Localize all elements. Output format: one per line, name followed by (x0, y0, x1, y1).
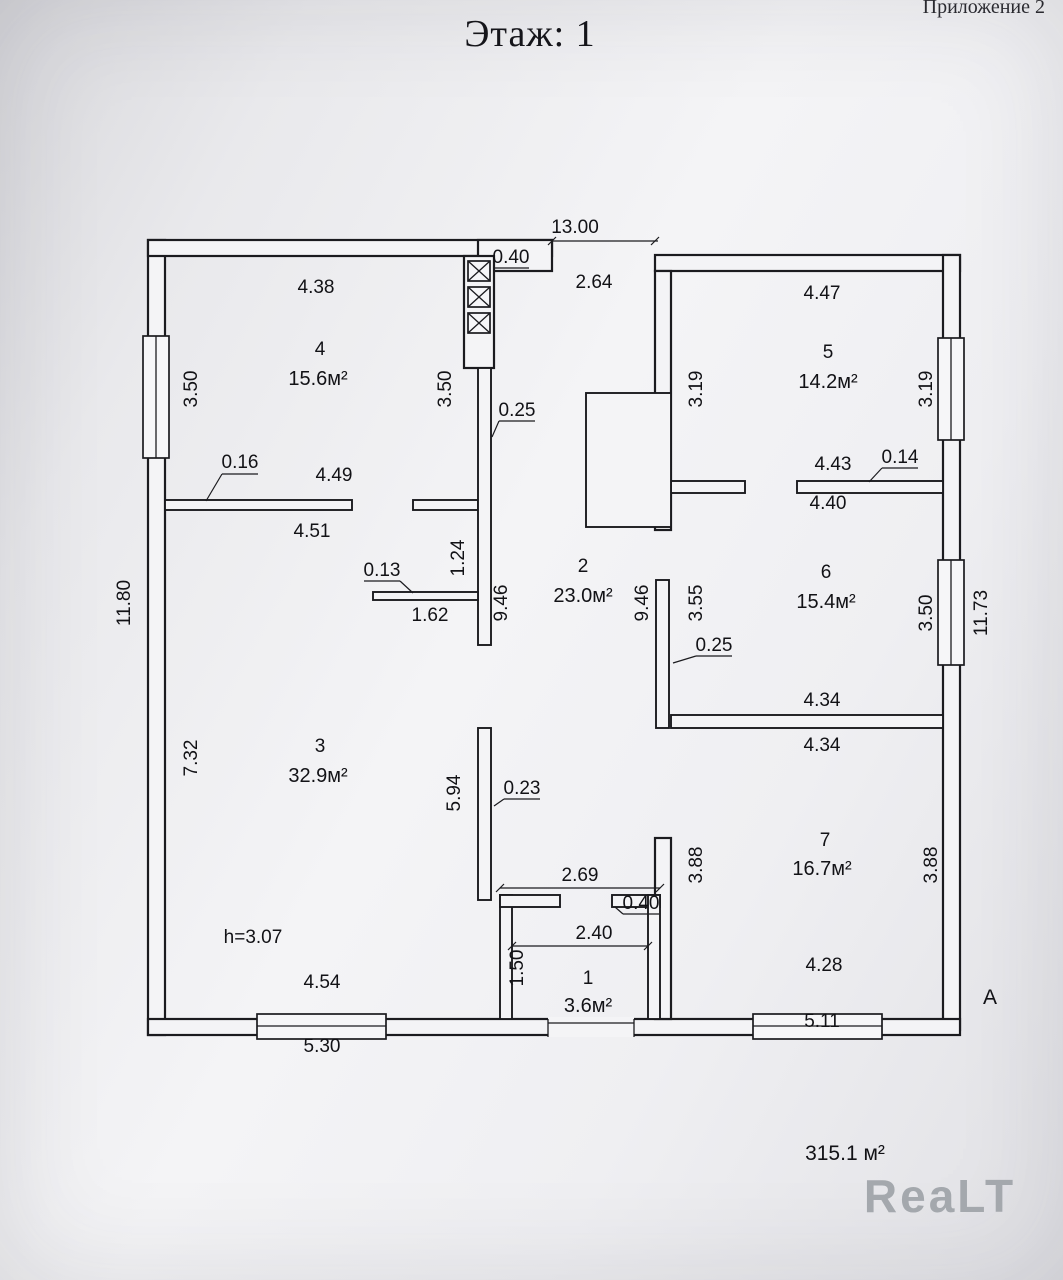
dimension-lines (205, 236, 918, 951)
dim-vest-in-w: 2.40 (576, 923, 613, 944)
dim-top-wall-thick: 0.40 (493, 247, 530, 268)
dim-wall-x478-thick: 0.25 (499, 400, 536, 421)
room-7-area: 16.7м² (792, 858, 852, 880)
dim-r7-bottom: 4.28 (806, 955, 843, 976)
dim-r7-left: 3.88 (686, 847, 707, 884)
windows (142, 335, 965, 1040)
room-5-number: 5 (823, 342, 834, 363)
room-3-area: 32.9м² (288, 765, 348, 787)
dim-r5-top: 4.47 (804, 283, 841, 304)
dim-top-width: 13.00 (551, 217, 599, 238)
vent-shafts (462, 254, 496, 370)
section-marker-a: А (983, 986, 997, 1009)
room-4-area: 15.6м² (288, 368, 348, 390)
dim-left-window: 3.50 (181, 371, 202, 408)
window-bottom-right (752, 1013, 883, 1040)
dim-r5-left: 3.19 (686, 371, 707, 408)
dim-r6-bottom: 4.34 (804, 690, 841, 711)
room-1-number: 1 (583, 968, 594, 989)
outer-walls (146, 238, 962, 1037)
dim-r3-top: 4.51 (294, 521, 331, 542)
dim-r4-top: 4.38 (298, 277, 335, 298)
dim-r7-top: 4.34 (804, 735, 841, 756)
dim-r4-right: 3.50 (435, 371, 456, 408)
window-left (142, 335, 170, 459)
window-bottom-left (256, 1013, 387, 1040)
dim-bottom-right: 5.11 (804, 1011, 840, 1032)
room-6-area: 15.4м² (796, 591, 856, 613)
dim-stub-height: 1.24 (448, 539, 469, 576)
dim-stub-len: 1.62 (412, 605, 449, 626)
dim-right-window-mid: 3.50 (916, 595, 937, 632)
room-7-number: 7 (820, 830, 831, 851)
dim-top-gap: 2.64 (576, 272, 613, 293)
dim-right-window-top: 3.19 (916, 371, 937, 408)
dim-r7-right: 3.88 (921, 847, 942, 884)
dim-vest-out-w: 2.69 (562, 865, 599, 886)
ceiling-height-note: h=3.07 (224, 927, 283, 948)
entrance-opening (547, 1017, 635, 1037)
dim-mid-wall-thick: 0.25 (696, 635, 733, 656)
page-title: Этаж: 1 (464, 13, 595, 55)
dim-left-lower: 7.32 (181, 740, 202, 777)
dim-r4-wall-thick: 0.16 (222, 452, 259, 473)
dim-r3-bottom: 4.54 (304, 972, 341, 993)
dim-r6-left: 3.55 (686, 585, 707, 622)
dim-hall-left: 9.46 (491, 585, 512, 622)
dim-right-total: 11.73 (971, 590, 992, 636)
realt-watermark: ReaLT (864, 1170, 1016, 1222)
dim-r6-top: 4.40 (810, 493, 847, 514)
dim-vest-in-h: 1.50 (507, 950, 528, 987)
dim-left-total: 11.80 (114, 580, 135, 626)
dim-r4-bottom: 4.49 (316, 465, 353, 486)
room-1-area: 3.6м² (564, 995, 613, 1017)
vestibule-walls (499, 894, 661, 1020)
dim-bottom-left: 5.30 (304, 1036, 341, 1057)
room-6-number: 6 (821, 562, 832, 583)
dim-r5-bottom: 4.43 (815, 454, 852, 475)
room-4-number: 4 (315, 339, 326, 360)
dim-r3-right: 5.94 (444, 774, 465, 811)
dim-vest-wall-thick: 0.40 (623, 893, 660, 914)
room-3-number: 3 (315, 736, 326, 757)
room-5-area: 14.2м² (798, 371, 858, 393)
dim-stub-thick: 0.13 (364, 560, 401, 581)
window-right-mid (937, 559, 965, 666)
dim-hall-right: 9.46 (632, 585, 653, 622)
room-2-number: 2 (578, 556, 589, 577)
window-right-top (937, 337, 965, 441)
corner-note: Приложение 2 (923, 0, 1045, 18)
dim-r3-wall-thick: 0.23 (504, 778, 541, 799)
dim-r5-wall-thick: 0.14 (882, 447, 919, 468)
stair-block (585, 392, 672, 528)
room-2-area: 23.0м² (553, 585, 613, 607)
total-area: 315.1 м² (805, 1142, 885, 1165)
